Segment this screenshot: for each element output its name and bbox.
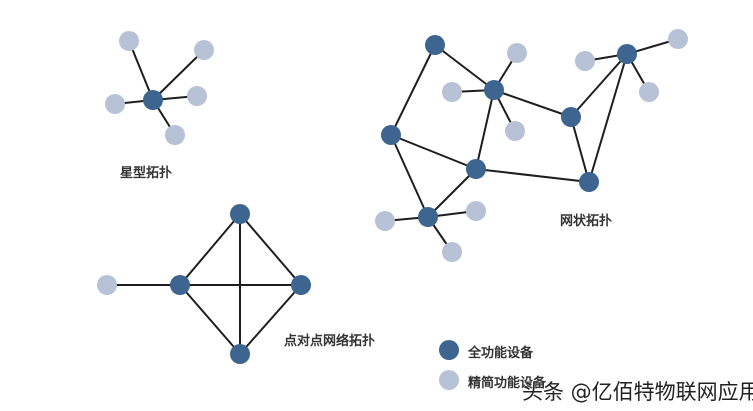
reduced-function-device-node bbox=[668, 29, 688, 49]
link-F-H bbox=[427, 168, 477, 218]
reduced-function-device-node bbox=[194, 40, 214, 60]
link-p1-p0 bbox=[179, 213, 241, 286]
reduced-function-device-node bbox=[639, 82, 659, 102]
reduced-function-device-node bbox=[507, 43, 527, 63]
full-function-device-node bbox=[617, 44, 637, 64]
link-B-F bbox=[475, 89, 495, 170]
full-function-device-node bbox=[579, 172, 599, 192]
link-A-C bbox=[390, 44, 436, 136]
reduced-function-device-node bbox=[105, 94, 125, 114]
reduced-function-device-node bbox=[97, 275, 117, 295]
link-F-G bbox=[475, 168, 590, 183]
link-p1-p3 bbox=[179, 284, 241, 355]
reduced-function-device-node bbox=[375, 211, 395, 231]
reduced-function-device-node bbox=[442, 242, 462, 262]
reduced-function-device-node bbox=[466, 201, 486, 221]
reduced-function-device-node bbox=[505, 121, 525, 141]
link-E-G bbox=[588, 53, 628, 183]
legend-full-function-device-node bbox=[439, 340, 459, 360]
full-function-device-node bbox=[230, 344, 250, 364]
reduced-function-device-node bbox=[575, 51, 595, 71]
link-p2-p3 bbox=[239, 284, 302, 355]
reduced-function-device-node bbox=[187, 86, 207, 106]
link-D-E bbox=[570, 53, 628, 118]
link-s0-s1 bbox=[128, 40, 154, 101]
full-function-device-node bbox=[466, 159, 486, 179]
full-function-device-node bbox=[170, 275, 190, 295]
reduced-function-device-node bbox=[119, 31, 139, 51]
link-C-H bbox=[390, 134, 429, 218]
watermark: 头条 @亿佰特物联网应用 bbox=[522, 380, 753, 404]
link-C-F bbox=[390, 134, 477, 170]
full-function-device-node bbox=[230, 204, 250, 224]
full-function-device-node bbox=[291, 275, 311, 295]
full-function-device-node bbox=[425, 35, 445, 55]
p2p-topology-label: 点对点网络拓扑 bbox=[284, 334, 376, 349]
star-topology-label: 星型拓扑 bbox=[120, 166, 173, 181]
mesh-topology-label: 网状拓扑 bbox=[560, 214, 613, 229]
link-p0-p2 bbox=[239, 213, 302, 286]
link-s0-s2 bbox=[152, 49, 205, 101]
legend-full-label: 全功能设备 bbox=[468, 346, 534, 361]
legend-reduced-function-device-node bbox=[439, 370, 459, 390]
full-function-device-node bbox=[418, 207, 438, 227]
legend-reduced-label: 精简功能设备 bbox=[468, 376, 547, 391]
full-function-device-node bbox=[484, 80, 504, 100]
full-function-device-node bbox=[143, 90, 163, 110]
link-A-B bbox=[434, 44, 495, 91]
full-function-device-node bbox=[561, 107, 581, 127]
link-D-G bbox=[570, 116, 590, 183]
reduced-function-device-node bbox=[165, 125, 185, 145]
full-function-device-node bbox=[381, 125, 401, 145]
link-B-D bbox=[493, 89, 572, 118]
reduced-function-device-node bbox=[442, 82, 462, 102]
